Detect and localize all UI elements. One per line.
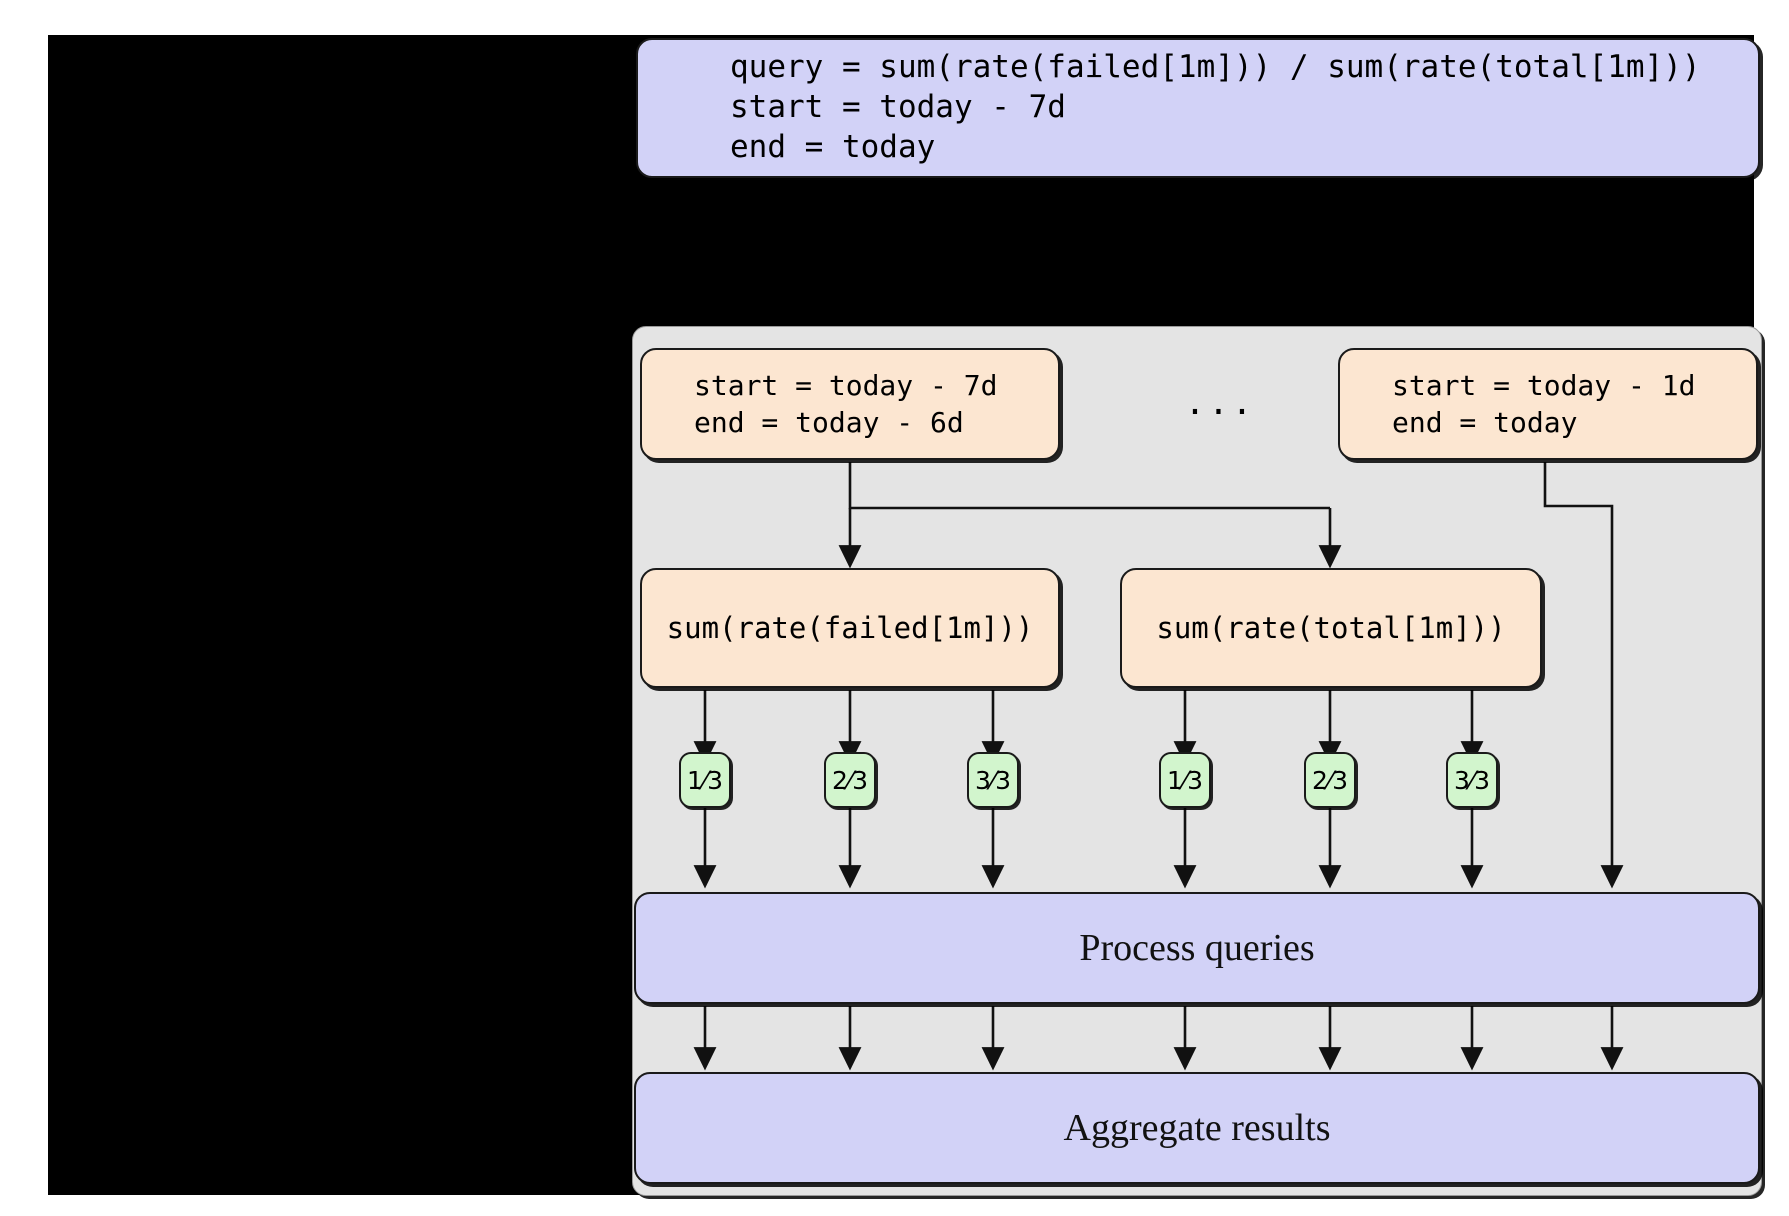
shard-chip-failed-2: 2⁄3 [824,752,876,808]
query-line-query: query = sum(rate(failed[1m])) / sum(rate… [730,49,1701,86]
range-first-start: start = today - 7d [694,368,998,402]
shard-chip-total-2-label: 2⁄3 [1312,765,1348,795]
stage-process-queries: Process queries [634,892,1760,1004]
shard-chip-failed-3-label: 3⁄3 [975,765,1011,795]
shard-chip-failed-1-label: 1⁄3 [687,765,723,795]
query-line-end: end = today [730,129,936,165]
range-ellipsis: ... [1184,383,1256,423]
query-definition-card: query = sum(rate(failed[1m])) / sum(rate… [636,38,1760,178]
shard-chip-failed-2-label: 2⁄3 [832,765,868,795]
range-last-start: start = today - 1d [1392,368,1696,402]
subquery-sum-total: sum(rate(total[1m])) [1120,568,1542,688]
shard-chip-total-3-label: 3⁄3 [1454,765,1490,795]
range-first-end: end = today - 6d [694,406,964,439]
shard-chip-total-2: 2⁄3 [1304,752,1356,808]
stage-process-queries-label: Process queries [1079,927,1315,969]
shard-chip-failed-1: 1⁄3 [679,752,731,808]
stage-aggregate-results: Aggregate results [634,1072,1760,1184]
range-last-end: end = today [1392,406,1578,439]
shard-chip-failed-3: 3⁄3 [967,752,1019,808]
stage-aggregate-results-label: Aggregate results [1063,1107,1331,1149]
subquery-sum-failed: sum(rate(failed[1m])) [640,568,1060,688]
query-line-start: start = today - 7d [730,89,1066,126]
subquery-sum-failed-label: sum(rate(failed[1m])) [666,611,1034,645]
time-range-last: start = today - 1d end = today [1338,348,1758,460]
shard-chip-total-1-label: 1⁄3 [1167,765,1203,795]
subquery-sum-total-label: sum(rate(total[1m])) [1156,611,1506,645]
shard-chip-total-1: 1⁄3 [1159,752,1211,808]
time-range-first: start = today - 7d end = today - 6d [640,348,1060,460]
shard-chip-total-3: 3⁄3 [1446,752,1498,808]
